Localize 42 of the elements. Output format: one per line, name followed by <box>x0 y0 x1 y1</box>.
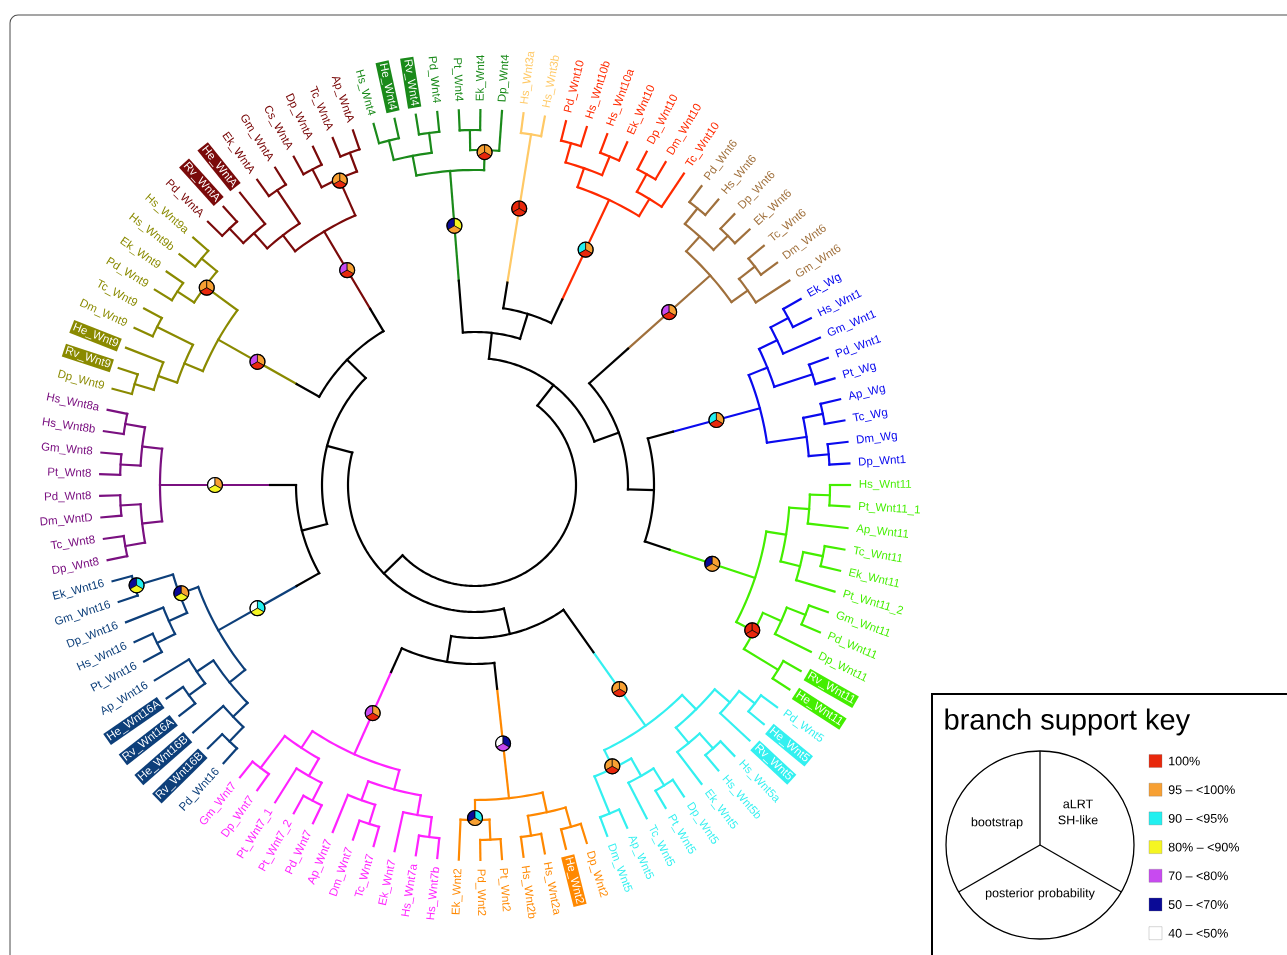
legend-text: 100% <box>1169 756 1200 766</box>
leaf-label: Hs_Wnt8a <box>46 392 99 411</box>
leaf-label: Dp_Wnt8 <box>51 557 99 575</box>
leaf-label: Ek_Wnt2 <box>451 869 463 915</box>
leaf-label: Dp_Wnt4 <box>497 54 510 102</box>
leaf-label: Pd_Wnt4 <box>427 56 442 103</box>
highlighted-leaf-label: He_Wnt4 <box>375 60 400 114</box>
legend-text: 80% – <90% <box>1168 842 1239 852</box>
leaf-label: Ap_Wnt11 <box>855 524 908 538</box>
leaf-label: Ap_Wg <box>849 385 886 401</box>
leaf-label: Hs_Wnt3a <box>519 51 535 104</box>
leaf-label: Tc_Wg <box>852 408 888 422</box>
leaf-label: Pt_Wnt8 <box>48 467 91 479</box>
legend-text: 70 – <80% <box>1168 871 1228 881</box>
highlighted-leaf-label: He_Wnt2 <box>561 854 587 908</box>
leaf-label: Pt_Wnt11_1 <box>858 502 920 516</box>
leaf-label: Gm_Wnt8 <box>41 442 93 455</box>
leaf-label: Hs_Wnt11 <box>859 479 912 491</box>
leaf-label: Pt_Wg <box>842 363 877 379</box>
leaf-label: Tc_Wnt11 <box>854 546 902 563</box>
leaf-label: Ek_Wnt7 <box>378 859 395 906</box>
legend-text: 40 – <50% <box>1168 928 1228 938</box>
legend-text: 50 – <70% <box>1168 900 1228 909</box>
highlighted-leaf-label: Rv_Wnt4 <box>400 56 422 109</box>
leaf-label: Hs_Wnt2a <box>543 862 560 916</box>
legend-text: 95 – <100% <box>1168 785 1235 795</box>
leaf-label: Pt_Wnt2 <box>498 868 511 912</box>
leaf-label: Dp_Wnt1 <box>858 455 906 468</box>
legend-text: 90 – <95% <box>1168 814 1228 823</box>
leaf-label: Tc_Wnt8 <box>50 535 95 550</box>
leaf-label: Hs_Wnt7a <box>401 864 418 917</box>
leaf-label: Pt_Wnt4 <box>451 58 464 102</box>
leaf-label: Hs_Wnt2b <box>521 865 537 919</box>
leaf-label: Hs_Wnt7b <box>426 867 440 920</box>
leaf-label: Pd_Wnt8 <box>44 491 91 503</box>
leaf-label: Tc_Wnt7 <box>354 853 374 897</box>
leaf-label: Pd_Wnt2 <box>475 869 487 916</box>
leaf-label: Hs_Wnt8b <box>42 417 95 433</box>
leaf-label: Ek_Wnt4 <box>475 54 487 101</box>
leaf-label: Dm_WntD <box>40 513 92 527</box>
leaf-label: Dm_Wg <box>856 431 898 444</box>
leaf-label: Hs_Wnt3b <box>541 55 560 108</box>
